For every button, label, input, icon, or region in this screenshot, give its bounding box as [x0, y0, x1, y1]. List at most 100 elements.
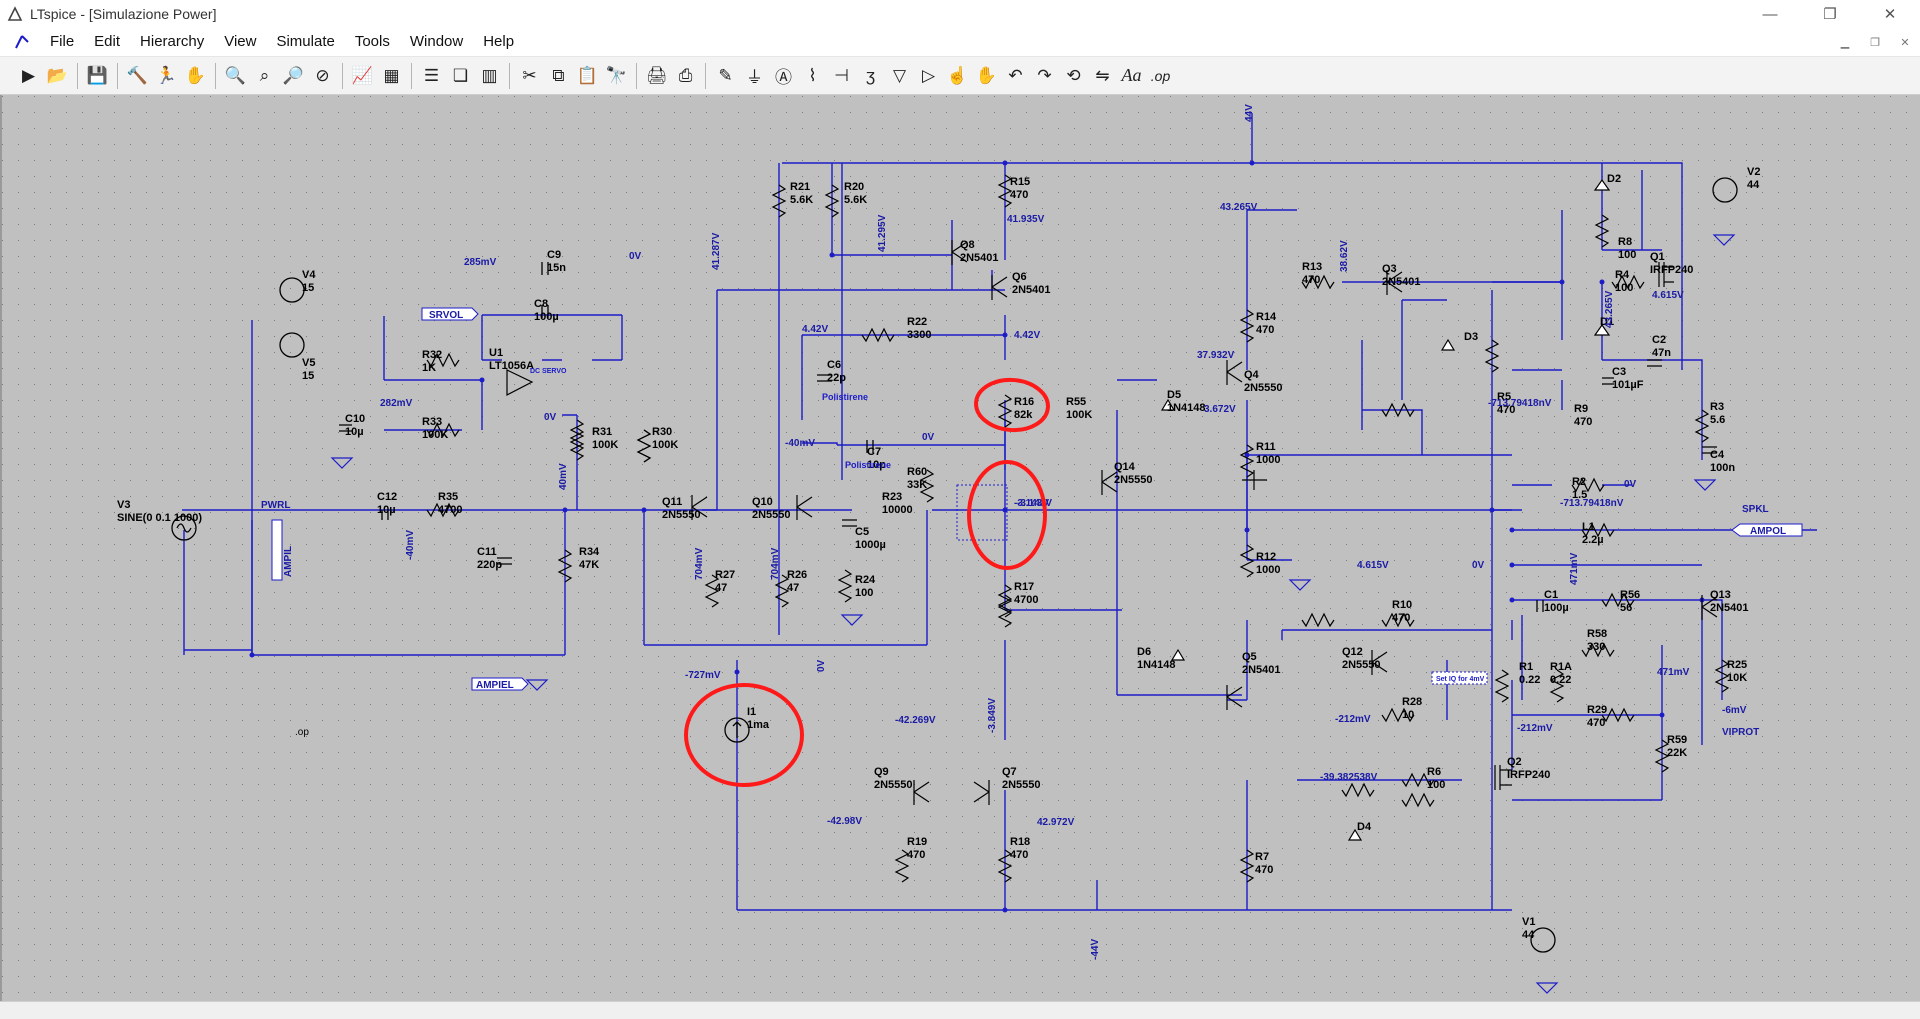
component-icon[interactable]: ▷	[921, 65, 936, 85]
menu-window[interactable]: Window	[409, 33, 464, 50]
text-icon[interactable]: Aa	[1121, 65, 1142, 85]
component-ref-c6[interactable]: C6	[827, 359, 841, 371]
save-icon[interactable]: 💾	[86, 65, 109, 85]
component-ref-q12[interactable]: Q12	[1342, 646, 1363, 658]
open-icon[interactable]: 📂	[46, 65, 69, 85]
component-value-r11[interactable]: 1000	[1256, 454, 1280, 466]
component-ref-c9[interactable]: C9	[547, 249, 561, 261]
component-value-r13[interactable]: 470	[1302, 274, 1320, 286]
component-ref-i1[interactable]: I1	[747, 706, 756, 718]
component-ref-q3[interactable]: Q3	[1382, 263, 1397, 275]
component-ref-d3[interactable]: D3	[1464, 331, 1478, 343]
component-value-q10[interactable]: 2N5550	[752, 509, 791, 521]
component-value-r27[interactable]: 47	[715, 582, 727, 594]
label-icon[interactable]: Ⓐ	[775, 68, 792, 87]
component-value-v1[interactable]: 44	[1522, 929, 1535, 941]
component-value-r35[interactable]: 4700	[438, 504, 462, 516]
component-value-v2[interactable]: 44	[1747, 179, 1760, 191]
component-ref-v3[interactable]: V3	[117, 499, 130, 511]
component-value-u1[interactable]: LT1056A	[489, 360, 534, 372]
component-ref-c1[interactable]: C1	[1544, 589, 1558, 601]
component-ref-r4[interactable]: R4	[1615, 269, 1630, 281]
menu-view[interactable]: View	[224, 33, 257, 50]
component-value-r60[interactable]: 33K	[907, 479, 927, 491]
component-ref-r15[interactable]: R15	[1010, 176, 1030, 188]
component-ref-r33[interactable]: R33	[422, 416, 442, 428]
component-value-r59[interactable]: 22K	[1667, 747, 1687, 759]
component-value-q3[interactable]: 2N5401	[1382, 276, 1421, 288]
component-value-v3[interactable]: SINE(0 0.1 1000)	[117, 512, 202, 524]
component-value-q5[interactable]: 2N5401	[1242, 664, 1281, 676]
component-value-c9[interactable]: 15n	[547, 262, 566, 274]
component-value-r24[interactable]: 100	[855, 587, 873, 599]
component-value-q4[interactable]: 2N5550	[1244, 382, 1283, 394]
component-value-c8[interactable]: 100µ	[534, 311, 559, 323]
component-ref-c11[interactable]: C11	[477, 546, 497, 558]
component-value-c4[interactable]: 100n	[1710, 462, 1735, 474]
schematic-canvas[interactable]: SRVOL AMPIEL AMPOL AMPIL Set IQ for 4mV …	[0, 95, 1920, 1001]
component-ref-r35[interactable]: R35	[438, 491, 458, 503]
print-preview-icon[interactable]: 🖨	[645, 65, 668, 85]
component-ref-q9[interactable]: Q9	[874, 766, 889, 778]
component-value-q11[interactable]: 2N5550	[662, 509, 701, 521]
cut-icon[interactable]: ✂	[522, 65, 537, 85]
component-ref-r13[interactable]: R13	[1302, 261, 1322, 273]
component-value-r25[interactable]: 10K	[1727, 672, 1747, 684]
move-icon[interactable]: ☝	[946, 65, 969, 85]
component-value-c1[interactable]: 100µ	[1544, 602, 1569, 614]
component-value-r8[interactable]: 100	[1618, 249, 1636, 261]
component-value-r33[interactable]: 100K	[422, 429, 448, 441]
menu-hierarchy[interactable]: Hierarchy	[140, 33, 205, 50]
component-value-r4[interactable]: 100	[1615, 282, 1633, 294]
component-ref-r2[interactable]: R2	[1572, 476, 1586, 488]
component-value-q7[interactable]: 2N5550	[1002, 779, 1041, 791]
component-ref-r59[interactable]: R59	[1667, 734, 1687, 746]
component-ref-v1[interactable]: V1	[1522, 916, 1535, 928]
component-ref-q1[interactable]: Q1	[1650, 251, 1665, 263]
component-value-c11[interactable]: 220p	[477, 559, 502, 571]
component-value-r32[interactable]: 1K	[422, 362, 436, 374]
document-icon[interactable]	[12, 32, 32, 52]
op-directive[interactable]: .op	[295, 727, 309, 738]
component-ref-r1a[interactable]: R1A	[1550, 661, 1572, 673]
component-value-q13[interactable]: 2N5401	[1710, 602, 1749, 614]
component-ref-v5[interactable]: V5	[302, 357, 315, 369]
component-ref-r25[interactable]: R25	[1727, 659, 1747, 671]
diode-icon[interactable]: ▽	[892, 65, 907, 85]
component-ref-r6[interactable]: R6	[1427, 766, 1441, 778]
component-value-q6[interactable]: 2N5401	[1012, 284, 1051, 296]
component-value-r18[interactable]: 470	[1010, 849, 1028, 861]
component-value-r5[interactable]: 470	[1497, 404, 1515, 416]
paste-icon[interactable]: 📋	[576, 65, 599, 85]
component-value-r14[interactable]: 470	[1256, 324, 1274, 336]
component-ref-q10[interactable]: Q10	[752, 496, 773, 508]
component-ref-r8[interactable]: R8	[1618, 236, 1632, 248]
component-value-r1a[interactable]: 0.22	[1550, 674, 1571, 686]
restore-button[interactable]: ❐	[1823, 6, 1837, 23]
redo-icon[interactable]: ↷	[1037, 65, 1052, 85]
ground-icon[interactable]: ⏚	[746, 68, 763, 87]
component-ref-c2[interactable]: C2	[1652, 334, 1666, 346]
component-ref-c3[interactable]: C3	[1612, 366, 1626, 378]
component-value-d5[interactable]: 1N4148	[1167, 402, 1206, 414]
component-ref-q6[interactable]: Q6	[1012, 271, 1027, 283]
component-ref-r32[interactable]: R32	[422, 349, 442, 361]
rotate-icon[interactable]: ⟲	[1066, 65, 1081, 85]
zoom-out-icon[interactable]: 🔎	[282, 65, 305, 85]
component-ref-q4[interactable]: Q4	[1244, 369, 1260, 381]
component-ref-r14[interactable]: R14	[1256, 311, 1277, 323]
component-ref-r3[interactable]: R3	[1710, 401, 1724, 413]
component-value-r12[interactable]: 1000	[1256, 564, 1280, 576]
component-ref-c10[interactable]: C10	[345, 413, 365, 425]
component-value-r30[interactable]: 100K	[652, 439, 678, 451]
component-value-r31[interactable]: 100K	[592, 439, 618, 451]
component-value-r2[interactable]: 1.5	[1572, 489, 1587, 501]
component-value-r3[interactable]: 5.6	[1710, 414, 1725, 426]
component-ref-d1[interactable]: D1	[1600, 316, 1614, 328]
close-button[interactable]: ✕	[1883, 6, 1897, 23]
component-value-r58[interactable]: 330	[1587, 641, 1605, 653]
component-ref-r9[interactable]: R9	[1574, 403, 1588, 415]
component-value-r29[interactable]: 470	[1587, 717, 1605, 729]
component-value-r6[interactable]: 100	[1427, 779, 1445, 791]
find-icon[interactable]: 🔭	[605, 65, 628, 85]
